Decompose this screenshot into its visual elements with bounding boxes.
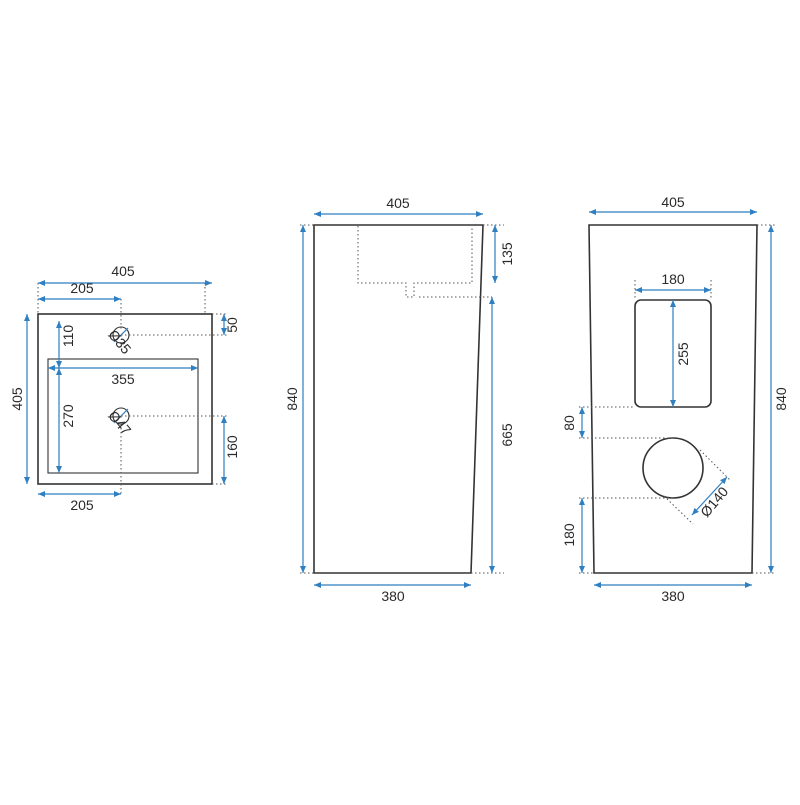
top-view: 405 205 50 405 110 355 270 160 205 Ø35 Ø… bbox=[9, 263, 240, 513]
side-view-hidden-basin bbox=[357, 226, 473, 298]
side-view-outline bbox=[313, 224, 484, 574]
label-drain-from-bottom: 160 bbox=[224, 435, 240, 459]
label-tap-hole-diameter: Ø35 bbox=[105, 327, 134, 358]
label-opening-height: 255 bbox=[675, 342, 691, 366]
label-drain-offset: 205 bbox=[70, 497, 94, 513]
ext-line bbox=[663, 495, 694, 525]
ext-line bbox=[699, 449, 731, 481]
label-tap-offset: 205 bbox=[70, 280, 94, 296]
label-pipe-diameter: Ø140 bbox=[697, 483, 731, 520]
dim-drain-diameter-line bbox=[113, 408, 129, 424]
label-depth: 405 bbox=[9, 387, 25, 411]
dim-pipe-diameter bbox=[691, 476, 728, 516]
label-tap-from-top: 50 bbox=[224, 317, 240, 333]
label-side-lower-height: 665 bbox=[499, 423, 515, 447]
label-basin-width: 355 bbox=[111, 371, 135, 387]
label-back-top-width: 405 bbox=[661, 194, 685, 210]
dim-tap-diameter-line bbox=[113, 327, 129, 343]
label-tap-hole-offset: 110 bbox=[60, 325, 76, 348]
back-view-pipe-circle bbox=[642, 437, 704, 499]
label-opening-gap: 80 bbox=[561, 415, 577, 431]
label-side-bottom-width: 380 bbox=[381, 588, 405, 604]
label-basin-depth: 270 bbox=[60, 404, 76, 428]
label-side-top-width: 405 bbox=[386, 195, 410, 211]
label-back-bottom-width: 380 bbox=[661, 588, 685, 604]
top-view-outer-outline bbox=[37, 313, 213, 485]
side-view: 405 135 840 665 380 bbox=[284, 195, 515, 604]
label-side-height: 840 bbox=[284, 387, 300, 411]
label-drain-diameter: Ø47 bbox=[105, 408, 134, 439]
label-side-basin-depth: 135 bbox=[499, 242, 515, 266]
label-opening-width: 180 bbox=[661, 271, 685, 287]
back-view: 405 180 255 80 180 Ø140 840 380 bbox=[561, 194, 789, 604]
label-pipe-from-bottom: 180 bbox=[561, 523, 577, 547]
label-top-width: 405 bbox=[111, 263, 135, 279]
label-back-height: 840 bbox=[773, 387, 789, 411]
